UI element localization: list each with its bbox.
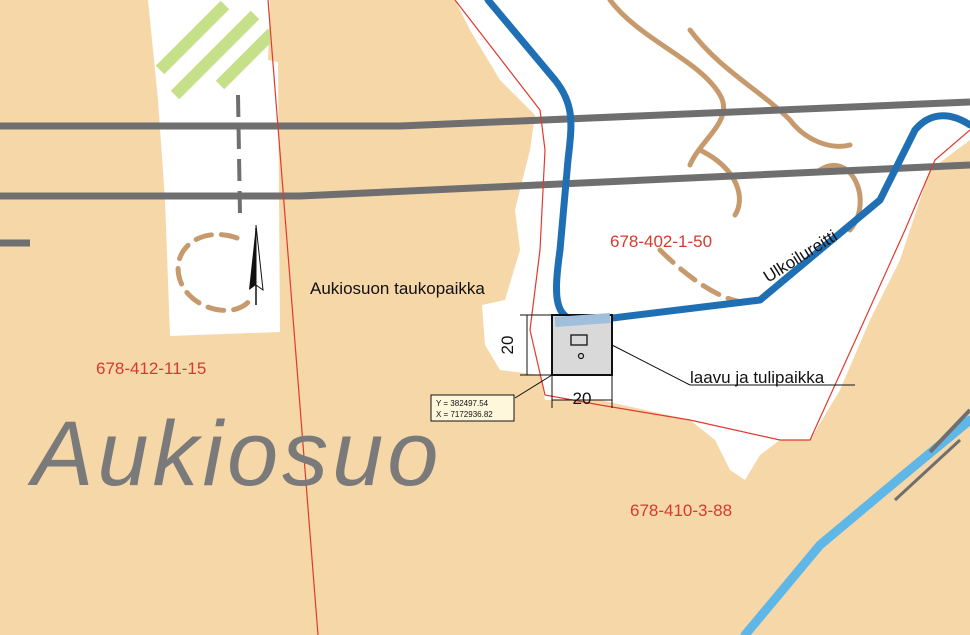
width-dimension-label: 20 <box>573 389 592 408</box>
area-name-label: Aukiosuo <box>27 403 442 505</box>
green-hatch-area <box>155 0 270 100</box>
shelter-symbol-icon[interactable] <box>551 313 613 376</box>
coordinate-box: Y = 382497.54 X = 7172936.82 <box>430 394 515 422</box>
shelter-label: laavu ja tulipaikka <box>690 368 825 387</box>
stream <box>740 408 970 635</box>
parcel-label-410: 678-410-3-88 <box>630 501 732 520</box>
coordinate-x: X = 7172936.82 <box>436 410 493 419</box>
outdoor-trail[interactable] <box>484 0 970 326</box>
roads <box>0 94 970 247</box>
coordinate-y: Y = 382497.54 <box>436 399 489 408</box>
height-dimension-label: 20 <box>498 336 517 355</box>
rest-area-label: Aukiosuon taukopaikka <box>310 279 485 298</box>
parcel-boundaries <box>267 0 970 635</box>
parcel-label-412: 678-412-11-15 <box>96 359 206 378</box>
north-arrow-icon <box>249 224 264 305</box>
parcel-label-402: 678-402-1-50 <box>610 232 712 251</box>
dimension-lines <box>514 314 855 408</box>
